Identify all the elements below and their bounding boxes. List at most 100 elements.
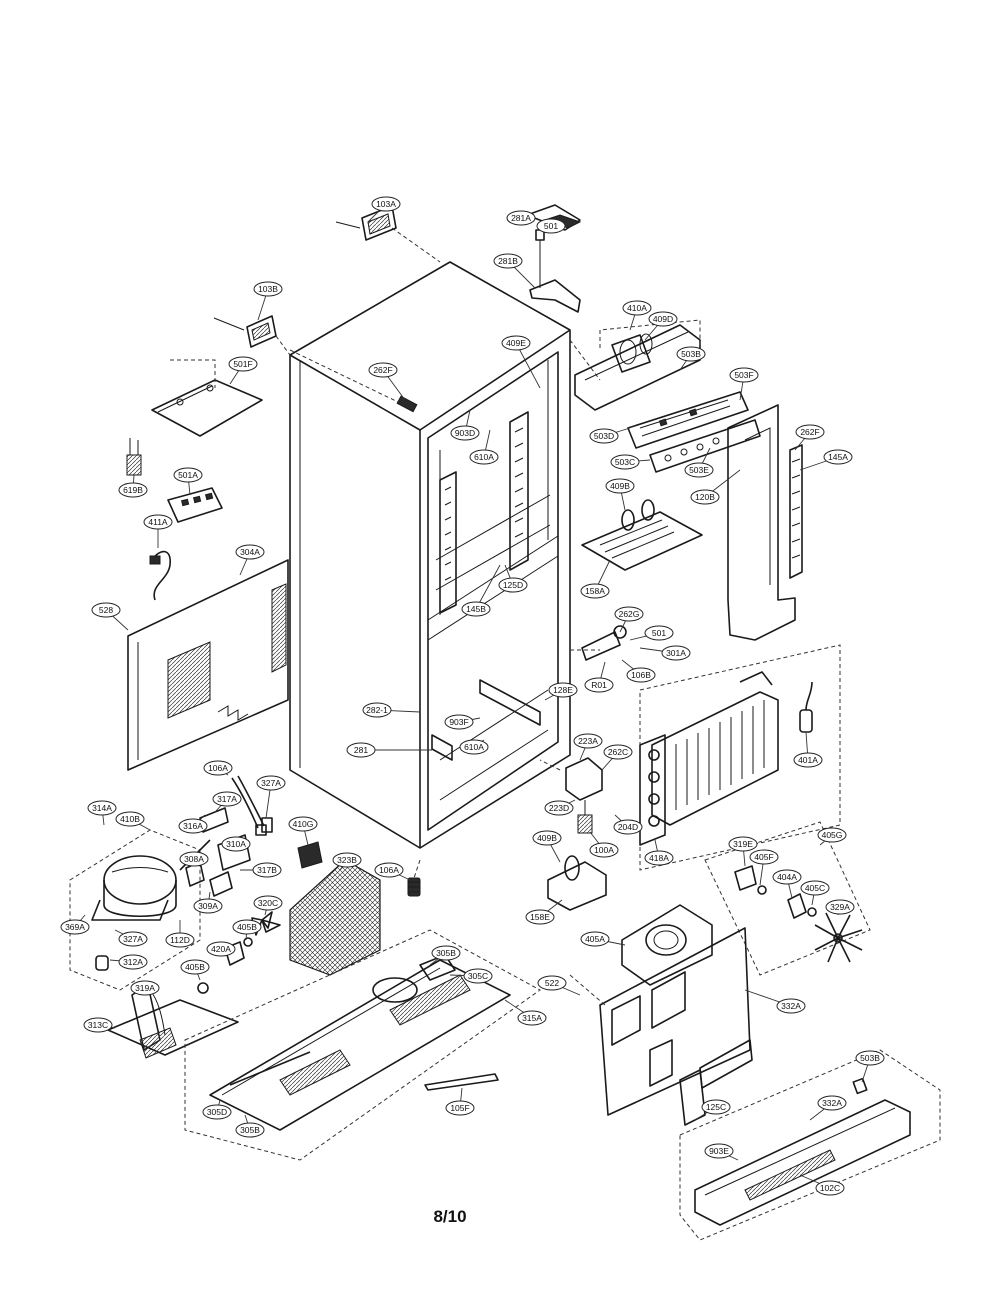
callout-332a: 332A xyxy=(744,989,806,1014)
callout-112d: 112D xyxy=(165,920,195,948)
callout-oval xyxy=(459,739,489,755)
callout-text: 310A xyxy=(226,839,246,849)
callout-320c: 320C xyxy=(253,895,283,916)
callout-120b: 120B xyxy=(690,469,741,505)
callout-text: 409B xyxy=(610,481,630,491)
callout-leader xyxy=(515,342,541,389)
callout-oval xyxy=(644,625,674,641)
callout-text: 503F xyxy=(734,370,753,380)
callout-610a: 610A xyxy=(459,739,489,755)
callout-oval xyxy=(815,1180,845,1196)
callout-522: 522 xyxy=(537,975,581,996)
callout-315a: 315A xyxy=(504,999,547,1026)
callout-text: 158E xyxy=(530,912,550,922)
callout-128e: 128E xyxy=(544,682,578,701)
control-module-410a xyxy=(574,319,701,411)
callout-369a: 369A xyxy=(60,914,90,935)
callout-oval xyxy=(130,980,160,996)
callout-oval xyxy=(115,811,145,827)
callout-text: 503B xyxy=(860,1053,880,1063)
callout-410a: 410A xyxy=(622,300,652,331)
callout-313c: 313C xyxy=(83,1017,116,1033)
callout-105f: 105F xyxy=(445,1087,475,1116)
callout-oval xyxy=(728,836,758,852)
callout-oval xyxy=(374,862,404,878)
callout-text: 105F xyxy=(450,1103,469,1113)
callout-262g: 262G xyxy=(614,606,644,633)
callout-text: 323B xyxy=(337,855,357,865)
callout-106a: 106A xyxy=(374,862,411,881)
callout-204d: 204D xyxy=(613,814,643,835)
callout-oval xyxy=(179,851,209,867)
callout-text: 158A xyxy=(585,586,605,596)
light-assembly-158e xyxy=(547,855,607,911)
callout-309a: 309A xyxy=(193,891,223,914)
callout-501: 501 xyxy=(536,218,566,234)
callout-314a: 314A xyxy=(87,800,117,826)
callout-text: 522 xyxy=(545,978,559,988)
callout-503b: 503B xyxy=(855,1050,885,1083)
callout-528: 528 xyxy=(91,602,129,631)
callout-619b: 619B xyxy=(118,474,148,498)
callout-text: 112D xyxy=(170,935,190,945)
strip-105f xyxy=(424,1073,499,1091)
callout-text: 503C xyxy=(615,457,635,467)
fan-shroud-405a xyxy=(621,821,871,986)
callout-text: 619B xyxy=(123,485,143,495)
callout-310a: 310A xyxy=(221,836,251,852)
callout-text: 317B xyxy=(257,865,277,875)
leveling-leg-106a xyxy=(407,877,421,897)
callout-oval xyxy=(178,818,208,834)
callout-305c: 305C xyxy=(449,968,493,984)
callout-text: 409D xyxy=(653,314,673,324)
callout-oval xyxy=(501,335,531,351)
callout-327a: 327A xyxy=(256,775,286,819)
callout-text: 281 xyxy=(354,745,368,755)
callout-text: 281A xyxy=(511,213,531,223)
callout-oval xyxy=(776,998,806,1014)
callout-oval xyxy=(332,852,362,868)
callout-411a: 411A xyxy=(143,514,173,548)
callout-text: 319A xyxy=(135,983,155,993)
callout-262f: 262F xyxy=(368,362,406,401)
callout-text: 528 xyxy=(99,605,113,615)
callout-oval xyxy=(614,606,644,622)
callout-labels: 103A281A501281B103B410A409D501F262F409E5… xyxy=(60,196,885,1196)
callout-405b: 405B xyxy=(232,919,262,941)
callout-410g: 410G xyxy=(288,816,318,846)
board-501a xyxy=(167,487,223,523)
callout-oval xyxy=(221,836,251,852)
callout-oval xyxy=(855,1050,885,1066)
callout-oval xyxy=(661,645,691,661)
callout-text: 305C xyxy=(468,971,488,981)
callout-610a: 610A xyxy=(469,429,499,465)
callout-100a: 100A xyxy=(589,831,619,858)
callout-text: 409E xyxy=(506,338,526,348)
callout-text: 145A xyxy=(828,452,848,462)
callout-text: 309A xyxy=(198,901,218,911)
callout-oval xyxy=(580,931,610,947)
callout-145b: 145B xyxy=(461,564,501,617)
callout-503b: 503B xyxy=(676,346,706,371)
callout-oval xyxy=(613,819,643,835)
shelf-rails xyxy=(431,411,541,761)
callout-oval xyxy=(800,880,830,896)
callout-501f: 501F xyxy=(228,356,258,385)
callout-text: 503E xyxy=(689,465,709,475)
callout-oval xyxy=(537,975,567,991)
callout-158a: 158A xyxy=(580,559,611,599)
callout-text: 903F xyxy=(449,717,468,727)
callout-text: 405C xyxy=(805,883,825,893)
callout-text: 281B xyxy=(498,256,518,266)
callout-oval xyxy=(235,1122,265,1138)
callout-oval xyxy=(180,959,210,975)
callout-text: 316A xyxy=(183,821,203,831)
callout-oval xyxy=(580,583,610,599)
callout-oval xyxy=(368,362,398,378)
callout-text: 401A xyxy=(798,755,818,765)
air-duct-120b xyxy=(727,404,803,641)
callout-oval xyxy=(165,932,195,948)
callout-405b: 405B xyxy=(180,959,210,981)
callout-503d: 503D xyxy=(589,427,631,444)
